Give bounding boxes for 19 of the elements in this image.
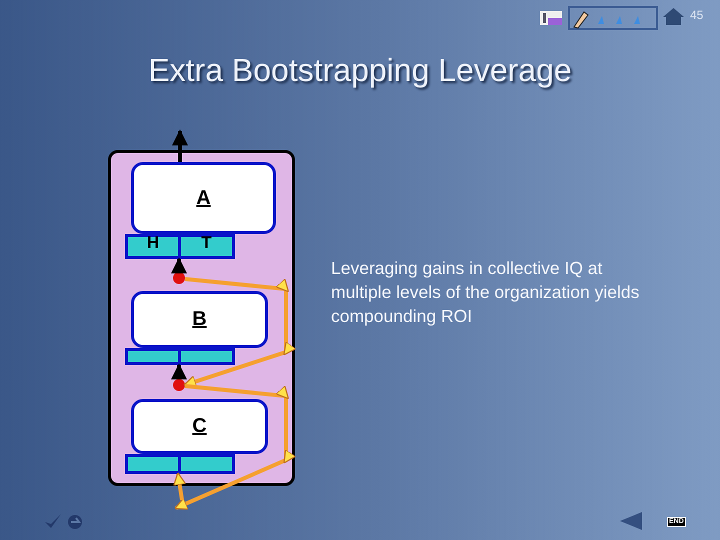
cell-block: T xyxy=(178,234,235,259)
level-box: C xyxy=(131,399,268,454)
cell-block xyxy=(125,454,181,474)
level-box: A xyxy=(131,162,276,234)
arrow xyxy=(172,129,188,162)
arrow xyxy=(173,472,186,500)
container-panel xyxy=(108,150,295,486)
cell-block xyxy=(178,454,235,474)
cell-block xyxy=(178,348,235,365)
body-text: Leveraging gains in collective IQ at multiple levels of the organization yields compounding ROI xyxy=(331,257,640,328)
cell-block: H xyxy=(125,234,181,259)
junction-dot xyxy=(173,379,185,391)
arrow xyxy=(184,277,296,387)
arrow xyxy=(171,363,187,380)
level-box: B xyxy=(131,291,268,348)
slide-title: Extra Bootstrapping Leverage xyxy=(147,52,573,89)
arrow xyxy=(171,257,187,274)
cell-block xyxy=(125,348,181,365)
page-number: 45 xyxy=(690,8,704,22)
